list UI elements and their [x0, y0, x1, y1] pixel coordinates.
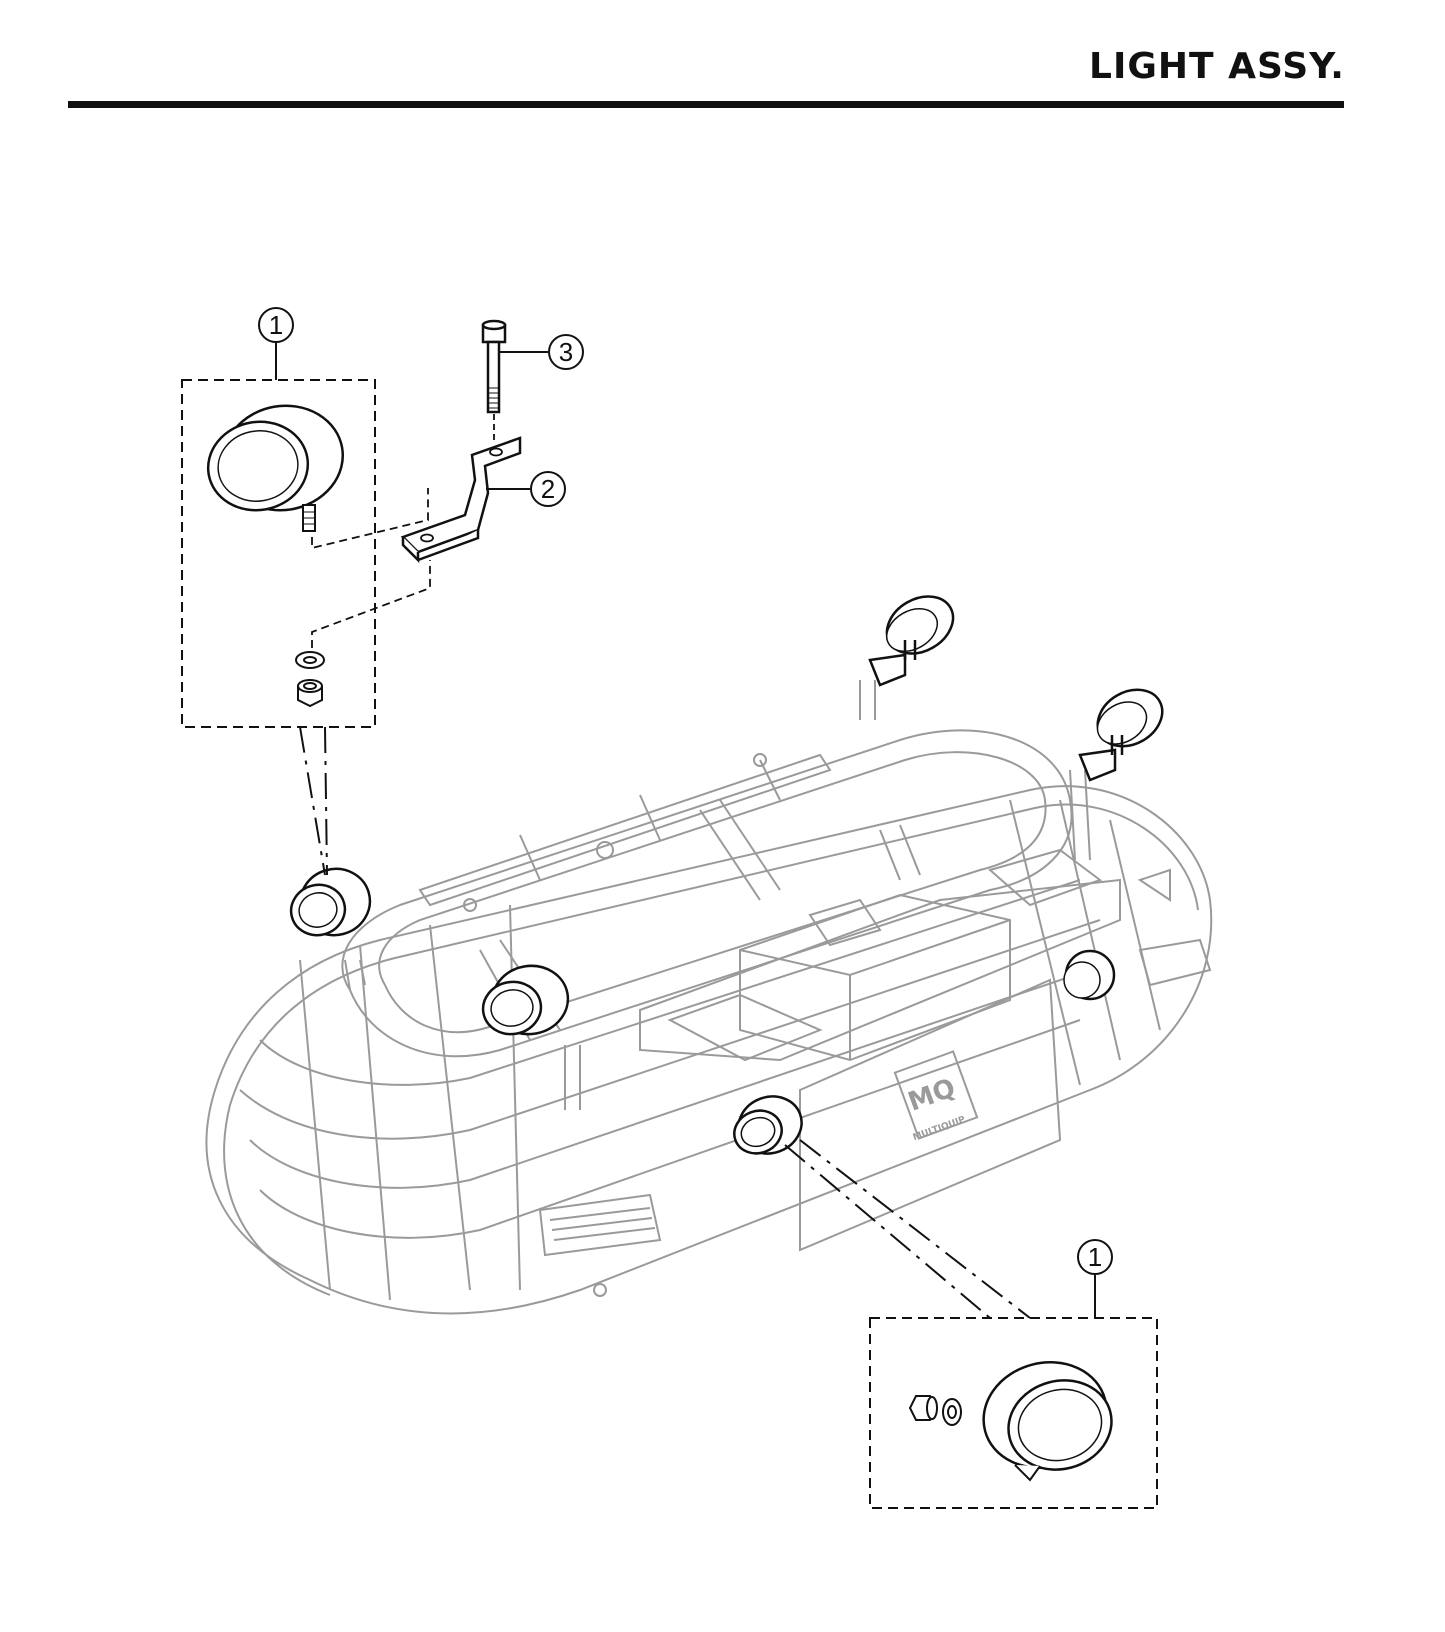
title-rule: [68, 101, 1344, 108]
bolt-icon: [481, 319, 507, 444]
svg-text:3: 3: [559, 337, 573, 367]
light-front-left-icon: [289, 867, 372, 937]
washer-icon-bottom: [942, 1398, 962, 1426]
mq-logo-mark: MQ: [904, 1073, 959, 1118]
mq-logo-text: MULTIQUIP: [912, 1115, 967, 1143]
nut-icon: [297, 678, 323, 708]
light-assembly-bottom-icon: [982, 1361, 1113, 1482]
svg-text:1: 1: [1088, 1242, 1102, 1272]
mounted-lights: [289, 595, 1164, 1155]
light-front-center-icon: [733, 1095, 803, 1155]
callout-1-top: 1: [258, 307, 294, 343]
light-assembly-top-icon: [206, 404, 345, 532]
trowel-machine-outline: [205, 680, 1213, 1315]
svg-text:2: 2: [541, 474, 555, 504]
light-center-left-icon: [481, 964, 570, 1036]
light-rear-right-icon: [1078, 688, 1164, 782]
bracket-icon: [400, 436, 522, 564]
callout-1-bottom: 1: [1077, 1239, 1113, 1275]
nut-icon-bottom: [908, 1395, 938, 1421]
light-right-side-icon: [1063, 949, 1116, 1001]
light-rear-left-icon: [868, 595, 955, 687]
callout-3-bolt: 3: [499, 334, 584, 370]
svg-text:1: 1: [269, 310, 283, 340]
bottom-exploded-box: [784, 1139, 1158, 1509]
washer-icon: [295, 651, 325, 669]
callout-2-bracket: 2: [486, 471, 566, 507]
top-exploded-box: [181, 342, 431, 876]
page-title: LIGHT ASSY.: [1089, 46, 1345, 87]
